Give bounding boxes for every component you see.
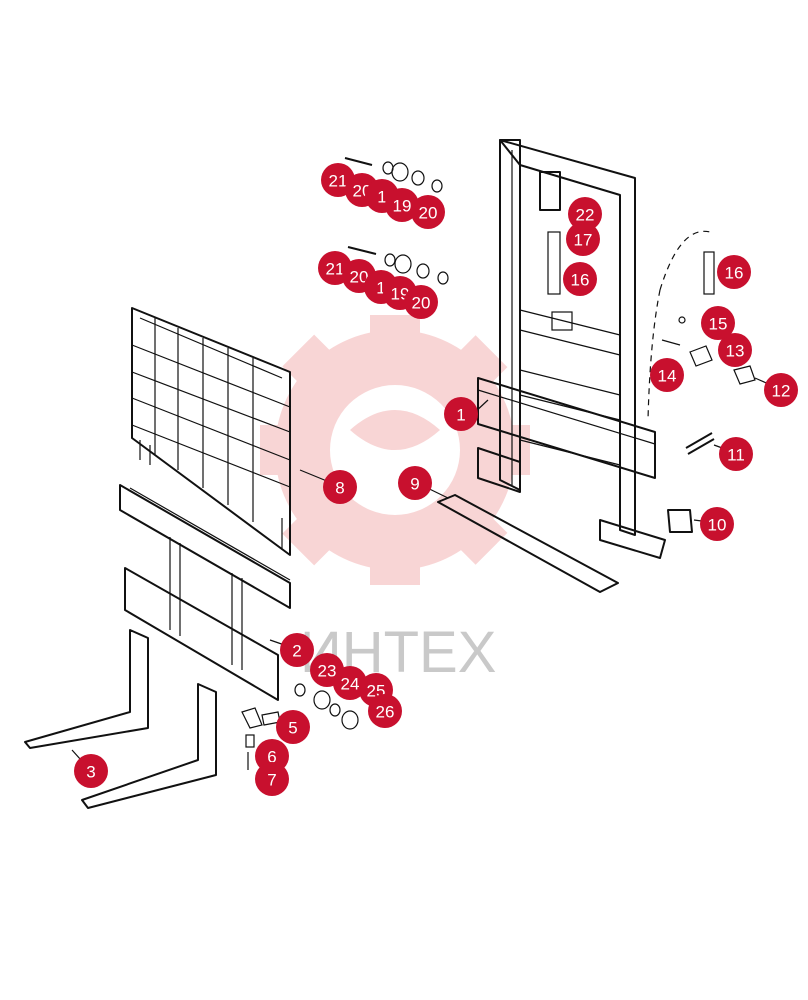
callout-20: 20 <box>411 195 445 229</box>
callout-circle <box>280 633 314 667</box>
callout-label: 2 <box>292 642 301 661</box>
callout-circle <box>398 466 432 500</box>
square-plate <box>667 509 693 533</box>
callout-label: 15 <box>709 315 728 334</box>
callout-16: 16 <box>717 255 751 289</box>
callout-2: 2 <box>280 633 314 667</box>
callout-24: 24 <box>333 666 367 700</box>
callout-circle <box>764 373 798 407</box>
callout-9: 9 <box>398 466 432 500</box>
callout-label: 19 <box>393 197 412 216</box>
callout-label: 20 <box>412 294 431 313</box>
bottom-plate <box>437 494 619 593</box>
callout-circle <box>385 188 419 222</box>
callout-1: 1 <box>444 397 478 431</box>
callout-20: 20 <box>404 285 438 319</box>
callout-8: 8 <box>323 470 357 504</box>
callout-label: 1 <box>376 279 385 298</box>
callout-circle <box>563 262 597 296</box>
callout-17: 17 <box>566 222 600 256</box>
callout-label: 5 <box>288 719 297 738</box>
fork-carriage <box>119 484 291 701</box>
callout-circle <box>717 255 751 289</box>
callout-circle <box>700 507 734 541</box>
callout-label: 10 <box>708 516 727 535</box>
callout-5: 5 <box>276 710 310 744</box>
callout-label: 24 <box>341 675 360 694</box>
callout-circle <box>276 710 310 744</box>
callout-26: 26 <box>368 694 402 728</box>
chain-dashed <box>647 289 661 421</box>
callout-label: 23 <box>318 662 337 681</box>
callout-3: 3 <box>74 754 108 788</box>
hardware-12-15 <box>661 316 756 385</box>
callout-label: 3 <box>86 763 95 782</box>
callout-14: 14 <box>650 358 684 392</box>
callout-label: 20 <box>350 268 369 287</box>
callout-15: 15 <box>701 306 735 340</box>
callout-circle <box>566 222 600 256</box>
callout-label: 20 <box>419 204 438 223</box>
callout-circle <box>701 306 735 340</box>
callout-11: 11 <box>719 437 753 471</box>
forks <box>24 629 217 809</box>
callout-label: 6 <box>267 748 276 767</box>
load-backrest-grate <box>131 307 291 556</box>
callout-circle <box>718 333 752 367</box>
callout-label: 9 <box>410 475 419 494</box>
callout-label: 17 <box>574 231 593 250</box>
callout-label: 11 <box>727 446 745 465</box>
callout-circle <box>255 762 289 796</box>
callout-10: 10 <box>700 507 734 541</box>
callout-circle <box>411 195 445 229</box>
callout-circle <box>568 197 602 231</box>
callout-label: 7 <box>267 771 276 790</box>
callout-label: 13 <box>726 342 745 361</box>
callout-label: 21 <box>329 172 348 191</box>
callout-circle <box>719 437 753 471</box>
roller-set-lower <box>347 246 449 285</box>
callout-12: 12 <box>764 373 798 407</box>
roller-set-carriage <box>294 683 359 730</box>
callout-7: 7 <box>255 762 289 796</box>
callout-label: 16 <box>725 264 744 283</box>
callout-label: 14 <box>658 367 677 386</box>
callout-circle <box>444 397 478 431</box>
callout-label: 26 <box>376 703 395 722</box>
callout-16: 16 <box>563 262 597 296</box>
callout-circle <box>404 285 438 319</box>
callout-circle <box>333 666 367 700</box>
mast-frame <box>477 139 666 559</box>
callout-label: 8 <box>335 479 344 498</box>
callout-19: 19 <box>385 188 419 222</box>
pin <box>685 432 715 455</box>
chain-16-right <box>659 230 715 295</box>
callout-label: 1 <box>377 188 386 207</box>
callout-circle <box>650 358 684 392</box>
roller-set-upper <box>344 157 443 193</box>
callout-label: 21 <box>326 260 345 279</box>
callout-label: 12 <box>772 382 791 401</box>
callout-label: 16 <box>571 271 590 290</box>
watermark-gear-logo <box>260 315 530 585</box>
callout-circle <box>368 694 402 728</box>
callout-label: 22 <box>576 206 595 225</box>
callout-circle <box>323 470 357 504</box>
callout-label: 1 <box>456 406 465 425</box>
callout-circle <box>74 754 108 788</box>
callout-13: 13 <box>718 333 752 367</box>
callout-22: 22 <box>568 197 602 231</box>
